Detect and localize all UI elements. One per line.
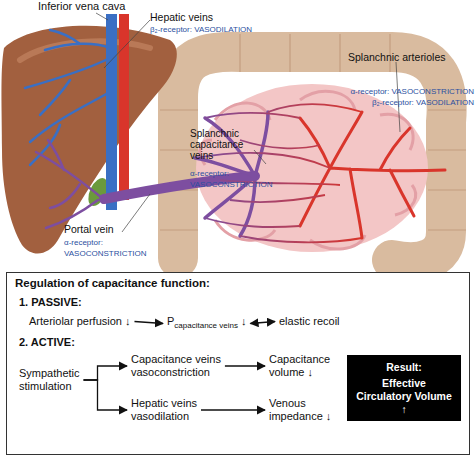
- node-text: Capacitance volume ↓: [269, 353, 335, 379]
- vessel-label: Splanchnic arterioles: [348, 52, 474, 63]
- node-text: Effective Circulatory Volume ↑: [353, 377, 455, 416]
- artery: [119, 14, 129, 200]
- process-text: Hepatic veins vasodilation: [131, 397, 221, 423]
- flow-arrow: [84, 366, 128, 380]
- node-text: Venous impedance ↓: [269, 397, 335, 423]
- liver: [2, 26, 177, 254]
- receptor-label: β₂-receptor: VASODILATION: [150, 24, 300, 35]
- node-text: ↓: [241, 315, 247, 327]
- process-text: Venous impedance ↓: [269, 397, 335, 423]
- process-text: Arteriolar perfusion ↓: [29, 315, 131, 328]
- vessel-label: Inferior vena cava: [38, 1, 158, 12]
- section-label: 2. ACTIVE:: [19, 337, 119, 348]
- leader-lines: [96, 13, 400, 232]
- vessel-label: Portal vein: [64, 224, 144, 235]
- flow-arrow: [201, 409, 265, 410]
- flow-arrow: [84, 380, 128, 410]
- process-text: Capacitance volume ↓: [269, 353, 335, 379]
- node-text: capacitance veins: [174, 321, 238, 330]
- process-text: Sympathetic stimulation: [19, 367, 93, 393]
- flow-arrow: [225, 365, 265, 366]
- receptor-label: α-receptor: VASOCONSTRICTION: [190, 168, 280, 190]
- splanchnic-arterioles: [300, 112, 445, 238]
- regulation-box: Regulation of capacitance function: Arter…: [6, 272, 470, 455]
- process-text: Pcapacitance veins↓: [167, 315, 246, 332]
- node-text: Sympathetic stimulation: [19, 367, 93, 393]
- result-box: Result: Effective Circulatory Volume ↑: [347, 355, 461, 421]
- portal-branches: [36, 140, 102, 228]
- node-text: Regulation of capacitance function:: [15, 277, 210, 290]
- node-text: Capacitance veins vasoconstriction: [131, 353, 231, 379]
- process-text: elastic recoil: [279, 315, 340, 328]
- process-text: Capacitance veins vasoconstriction: [131, 353, 231, 379]
- hepatic-veins: [25, 30, 110, 165]
- node-text: elastic recoil: [279, 315, 340, 327]
- receptor-label: α-receptor: VASOCONSTRICTION: [320, 86, 474, 97]
- node-text: Arteriolar perfusion ↓: [29, 315, 131, 327]
- small-intestine: [196, 84, 428, 252]
- vessel-label: Splanchnic capacitance veins: [190, 128, 254, 161]
- receptor-label: β₂-receptor: VASODILATION: [320, 97, 474, 108]
- receptor-label: α-receptor: VASOCONSTRICTION: [64, 237, 154, 259]
- inferior-vena-cava: [106, 14, 117, 210]
- node-text: Hepatic veins vasodilation: [131, 397, 221, 423]
- node-text: Result:: [353, 361, 455, 374]
- flow-arrow: [250, 322, 275, 324]
- section-label: 1. PASSIVE:: [19, 297, 119, 308]
- flow-arrow: [135, 322, 164, 324]
- vessel-label: Hepatic veins: [150, 12, 270, 23]
- colon: [178, 52, 447, 262]
- node-text: P: [167, 315, 174, 327]
